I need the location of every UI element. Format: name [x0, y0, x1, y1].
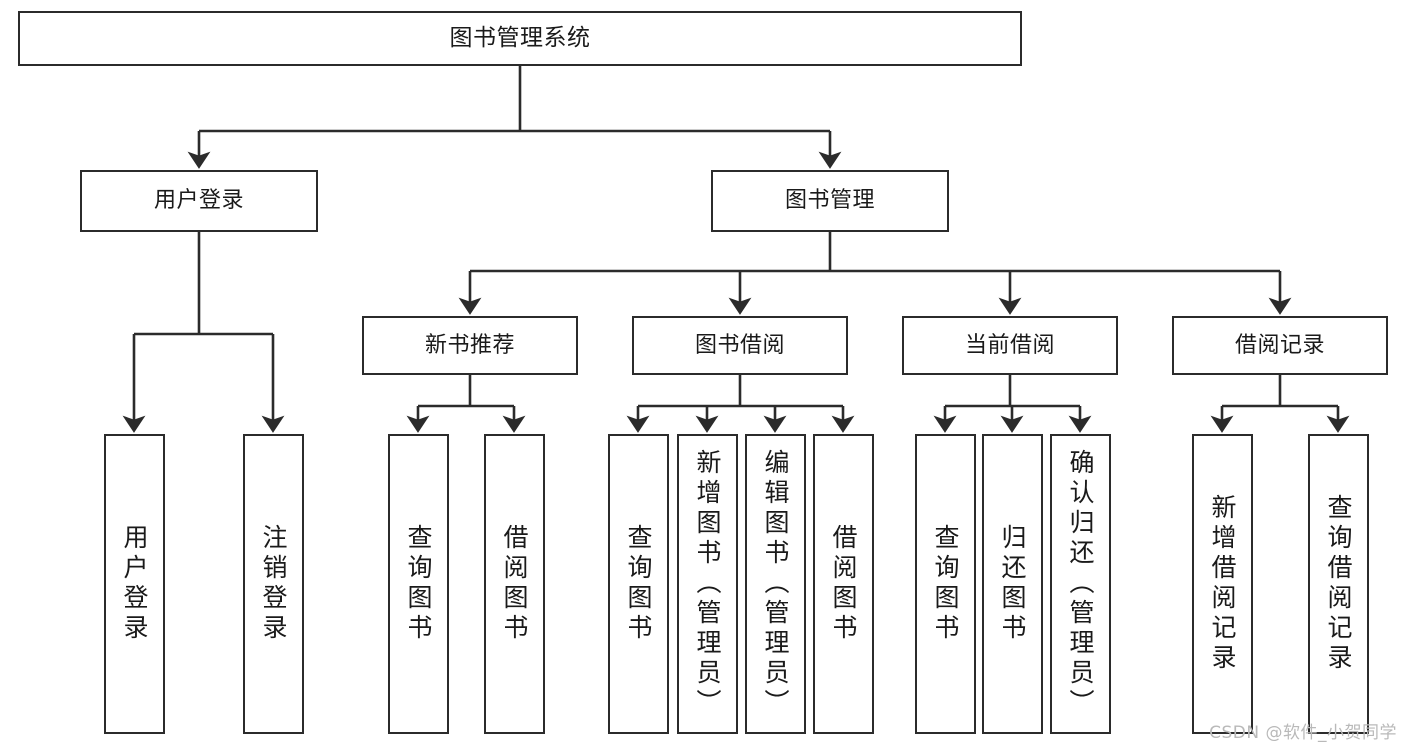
node-root-label: 图书管理系统	[449, 25, 591, 52]
node-leaf-borrow-book-2[interactable]: 借阅图书	[813, 434, 874, 734]
node-leaf-return-book[interactable]: 归还图书	[982, 434, 1043, 734]
node-leaf-borrow-book-1-label: 借阅图书	[500, 524, 529, 644]
node-new-book-recommend[interactable]: 新书推荐	[362, 316, 578, 375]
node-leaf-query-book-3[interactable]: 查询图书	[915, 434, 976, 734]
node-user-login-label: 用户登录	[153, 188, 244, 214]
node-leaf-user-login-label: 用户登录	[120, 524, 149, 644]
node-leaf-query-record-label: 查询借阅记录	[1324, 494, 1353, 674]
node-leaf-logout-login[interactable]: 注销登录	[243, 434, 304, 734]
node-leaf-logout-login-label: 注销登录	[259, 524, 288, 644]
node-leaf-query-book-2-label: 查询图书	[624, 524, 653, 644]
node-book-management[interactable]: 图书管理	[711, 170, 949, 232]
node-leaf-query-book-2[interactable]: 查询图书	[608, 434, 669, 734]
node-leaf-query-book-1-label: 查询图书	[404, 524, 433, 644]
node-leaf-borrow-book-1[interactable]: 借阅图书	[484, 434, 545, 734]
node-leaf-edit-book[interactable]: 编辑图书（管理员）	[745, 434, 806, 734]
node-root-book-management-system[interactable]: 图书管理系统	[18, 11, 1022, 66]
node-leaf-return-book-label: 归还图书	[998, 524, 1027, 644]
node-leaf-add-record-label: 新增借阅记录	[1208, 494, 1237, 674]
node-leaf-add-book-label: 新增图书（管理员）	[693, 449, 722, 719]
node-leaf-query-book-1[interactable]: 查询图书	[388, 434, 449, 734]
node-book-management-label: 图书管理	[784, 188, 875, 214]
node-leaf-confirm-return[interactable]: 确认归还（管理员）	[1050, 434, 1111, 734]
node-new-book-recommend-label: 新书推荐	[424, 332, 515, 358]
node-leaf-edit-book-label: 编辑图书（管理员）	[761, 449, 790, 719]
node-leaf-add-record[interactable]: 新增借阅记录	[1192, 434, 1253, 734]
node-leaf-user-login[interactable]: 用户登录	[104, 434, 165, 734]
node-book-borrow[interactable]: 图书借阅	[632, 316, 848, 375]
node-book-borrow-label: 图书借阅	[694, 332, 785, 358]
node-current-borrow[interactable]: 当前借阅	[902, 316, 1118, 375]
node-leaf-borrow-book-2-label: 借阅图书	[829, 524, 858, 644]
node-leaf-query-book-3-label: 查询图书	[931, 524, 960, 644]
node-borrow-record-label: 借阅记录	[1234, 332, 1325, 358]
node-borrow-record[interactable]: 借阅记录	[1172, 316, 1388, 375]
node-leaf-confirm-return-label: 确认归还（管理员）	[1066, 449, 1095, 719]
node-leaf-query-record[interactable]: 查询借阅记录	[1308, 434, 1369, 734]
node-leaf-add-book[interactable]: 新增图书（管理员）	[677, 434, 738, 734]
node-user-login[interactable]: 用户登录	[80, 170, 318, 232]
node-current-borrow-label: 当前借阅	[964, 332, 1055, 358]
